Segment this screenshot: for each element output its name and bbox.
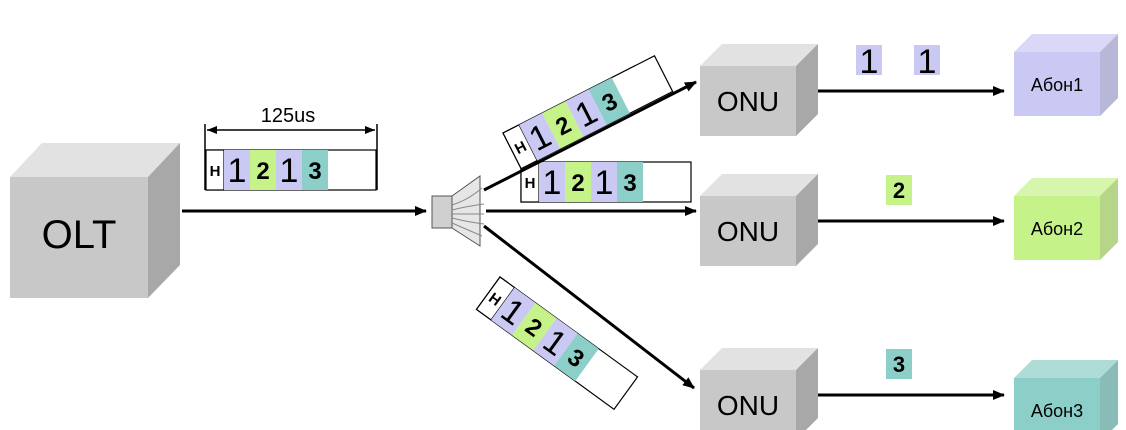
frame-slot-label: 3 bbox=[308, 158, 321, 185]
frame-width-label: 125us bbox=[261, 105, 316, 127]
olt-label: OLT bbox=[42, 213, 117, 257]
delivered-slot-label: 1 bbox=[860, 43, 879, 81]
subscriber-box-2: Абон2 bbox=[1014, 178, 1118, 260]
subscriber-box-3: Абон3 bbox=[1014, 360, 1118, 430]
onu-label: ONU bbox=[717, 216, 779, 247]
frame-slot-2 bbox=[250, 150, 276, 190]
splitter-to-onu3-line bbox=[483, 224, 695, 390]
onu-box-1: ONU bbox=[700, 44, 818, 136]
frame-slot-1 bbox=[565, 89, 607, 137]
frame-slot-1 bbox=[224, 150, 250, 190]
frame-slot-1 bbox=[591, 162, 617, 202]
frame-slot-1 bbox=[539, 162, 565, 202]
frame-slot-3 bbox=[588, 77, 630, 126]
delivered-slot-1 bbox=[856, 45, 882, 75]
frame-header-cell bbox=[502, 124, 539, 170]
onu-box-3: ONU bbox=[700, 348, 818, 430]
frame-header-label: H bbox=[525, 175, 536, 192]
onu-box-2: ONU bbox=[700, 174, 818, 266]
subscriber-label: Абон2 bbox=[1031, 219, 1083, 239]
frame-header-label: H bbox=[210, 163, 221, 180]
subscriber-label: Абон1 bbox=[1031, 75, 1083, 95]
frame-slot-label: 2 bbox=[256, 158, 269, 185]
frame-slot-label: 2 bbox=[571, 170, 584, 197]
subscriber-box-1: Абон1 bbox=[1014, 34, 1118, 116]
splitter-icon bbox=[431, 175, 485, 247]
subscriber-label: Абон3 bbox=[1031, 401, 1083, 421]
delivered-slot-label: 3 bbox=[893, 352, 905, 377]
frame-slot-1 bbox=[519, 113, 561, 161]
frame-slot-1 bbox=[491, 287, 536, 336]
olt-box: OLT bbox=[10, 143, 180, 298]
delivered-slot-2 bbox=[886, 175, 912, 205]
frame-slot-label: 1 bbox=[280, 152, 299, 190]
frame-slot-3 bbox=[617, 162, 643, 202]
delivered-slot-1 bbox=[914, 45, 940, 75]
frame-slot-label: 3 bbox=[623, 170, 636, 197]
frame-slot-3 bbox=[302, 150, 328, 190]
frame-slot-1 bbox=[276, 150, 302, 190]
frame-slot-2 bbox=[565, 162, 591, 202]
frame-slot-3 bbox=[554, 333, 599, 382]
onu-label: ONU bbox=[717, 390, 779, 421]
frame-width-dimension: 125us bbox=[204, 105, 378, 190]
splitter-to-onu1-line bbox=[483, 80, 697, 192]
frame-slot-2 bbox=[512, 302, 557, 351]
frame-slot-label: 1 bbox=[595, 164, 614, 202]
delivered-slot-3 bbox=[886, 349, 912, 379]
frame-slot-2 bbox=[542, 101, 584, 149]
frame-slot-label: 1 bbox=[543, 164, 562, 202]
onu-label: ONU bbox=[717, 86, 779, 117]
delivered-slot-label: 1 bbox=[918, 43, 937, 81]
delivered-slot-label: 2 bbox=[893, 178, 905, 203]
frame-slot-1 bbox=[533, 318, 578, 366]
frame-slot-label: 1 bbox=[228, 152, 247, 190]
